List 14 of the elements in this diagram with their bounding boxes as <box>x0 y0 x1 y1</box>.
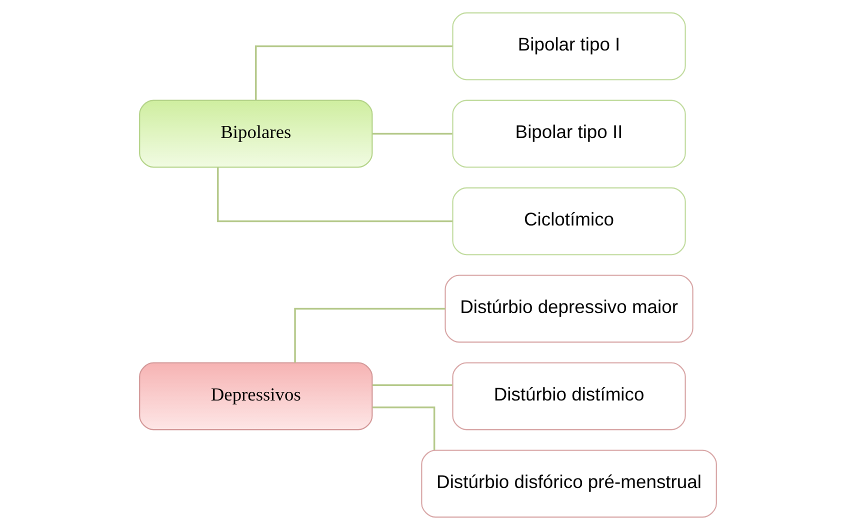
node-box: Ciclotímico <box>452 187 686 256</box>
node-box: Bipolar tipo II <box>452 100 686 168</box>
node-box: Bipolares <box>139 100 373 168</box>
node-box: Distúrbio distímico <box>452 362 686 430</box>
connector <box>217 167 453 222</box>
connector <box>255 45 452 100</box>
node-box: Distúrbio disfórico pré-menstrual <box>421 450 717 518</box>
connector <box>372 132 452 135</box>
connector <box>372 406 436 450</box>
node-box: Distúrbio depressivo maior <box>444 274 694 343</box>
connector <box>372 384 452 386</box>
node-box: Bipolar tipo I <box>452 12 686 80</box>
node-box: Depressivos <box>139 362 373 430</box>
connector <box>294 308 446 363</box>
